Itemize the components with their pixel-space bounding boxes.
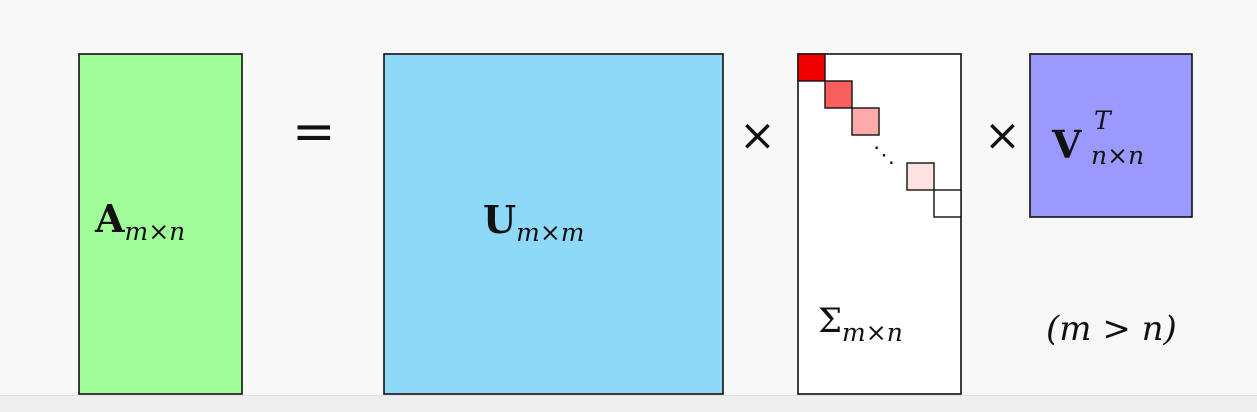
- sigma-diag-cell-5: [933, 189, 962, 218]
- svd-diagram: Am×n = Um×m × ⋱ Σm×n × V T n×n (m > n): [78, 53, 1193, 395]
- sigma-diag-cell-1: [797, 53, 826, 82]
- dimension-condition: (m > n): [1046, 309, 1177, 349]
- times-sign-2: ×: [984, 110, 1021, 161]
- equals-sign: =: [292, 102, 336, 162]
- matrix-vt-letter: V: [1051, 122, 1083, 167]
- matrix-vt-subscript: n×n: [1091, 141, 1144, 170]
- matrix-vt-superscript: T: [1094, 106, 1113, 135]
- matrix-a: Am×n: [78, 53, 243, 395]
- matrix-a-subscript: m×n: [124, 217, 185, 246]
- matrix-a-box: [78, 53, 243, 395]
- times-sign-1: ×: [739, 110, 776, 161]
- matrix-u: Um×m: [383, 53, 724, 395]
- sigma-diag-cell-4: [906, 162, 935, 191]
- matrix-u-letter: U: [483, 197, 516, 242]
- matrix-u-subscript: m×m: [516, 218, 584, 247]
- sigma-diag-dots: ⋱: [873, 143, 895, 168]
- matrix-sigma: ⋱ Σm×n: [797, 53, 962, 395]
- matrix-vt-box: [1029, 53, 1193, 218]
- matrix-vt: V T n×n: [1029, 53, 1193, 218]
- matrix-a-label: Am×n: [94, 196, 185, 246]
- matrix-sigma-subscript: m×n: [842, 318, 903, 347]
- matrix-sigma-letter: Σ: [818, 301, 842, 341]
- bottom-scrollbar-track: [0, 395, 1257, 412]
- matrix-u-box: [383, 53, 724, 395]
- matrix-u-label: Um×m: [483, 197, 585, 247]
- matrix-a-letter: A: [94, 196, 125, 241]
- sigma-diag-cell-3: [851, 107, 880, 136]
- sigma-diag-cell-2: [824, 80, 853, 109]
- matrix-sigma-label: Σm×n: [818, 301, 903, 347]
